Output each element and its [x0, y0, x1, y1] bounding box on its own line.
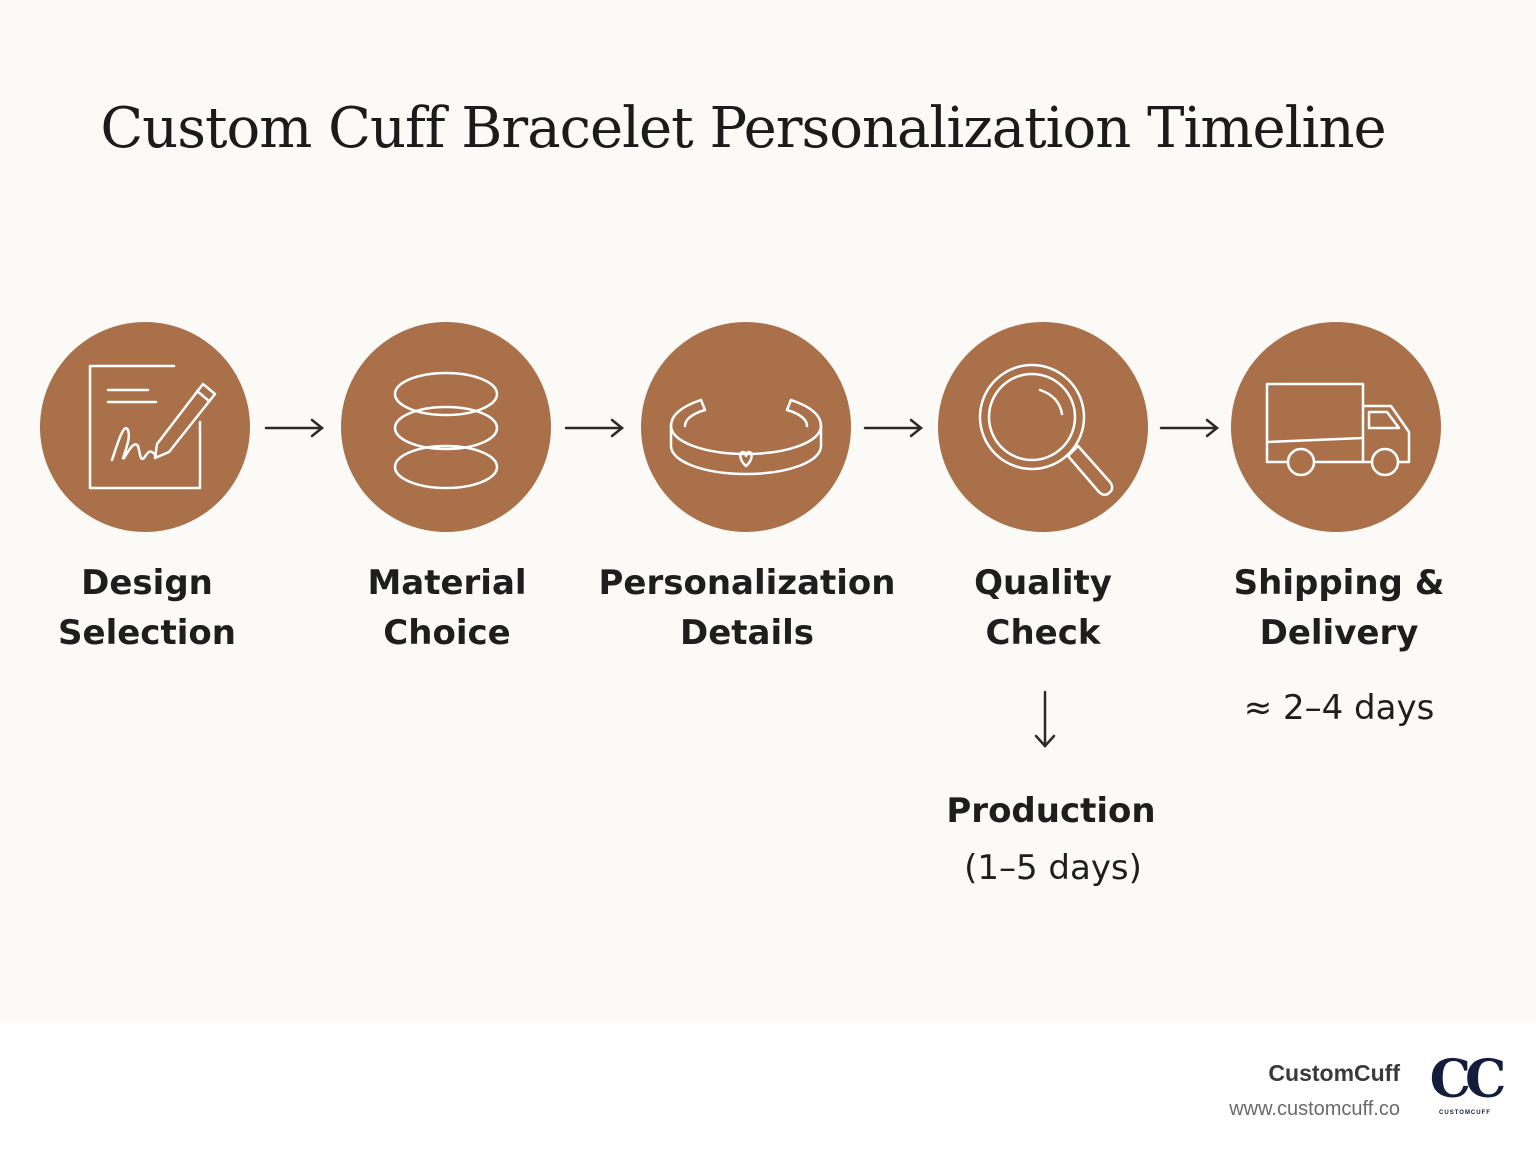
step-label-quality-check: Quality Check	[974, 563, 1112, 653]
arrow-right-2	[564, 418, 625, 438]
footer	[0, 1022, 1536, 1154]
step-material-choice	[341, 322, 551, 532]
stacked-discs-icon	[393, 371, 499, 490]
step-design-selection	[40, 322, 250, 532]
step-shipping-delivery	[1231, 322, 1441, 532]
brand-logo: CC CUSTOMCUFF	[1420, 1052, 1510, 1124]
production-label: Production	[946, 791, 1156, 831]
diagram-canvas: Custom Cuff Bracelet Personalization Tim…	[40, 96, 1445, 888]
delivery-truck-icon	[1265, 382, 1411, 477]
brand-name: CustomCuff	[1268, 1060, 1400, 1086]
signature-document-icon	[88, 364, 217, 490]
logo-mark: CC	[1429, 1049, 1507, 1110]
brand-url: www.customcuff.co	[1229, 1098, 1400, 1120]
step-label-personalization-details: Personalization Details	[598, 563, 896, 653]
production-duration: (1–5 days)	[964, 848, 1142, 888]
logo-text: CUSTOMCUFF	[1439, 1110, 1491, 1116]
step-quality-check	[938, 322, 1148, 532]
magnifying-glass-icon	[978, 363, 1114, 497]
shipping-duration: ≈ 2–4 days	[1243, 688, 1435, 728]
arrow-right-3	[863, 418, 924, 438]
arrow-right-4	[1159, 418, 1220, 438]
arrow-down	[1034, 690, 1056, 748]
page-title: Custom Cuff Bracelet Personalization Tim…	[100, 96, 1386, 161]
cuff-bracelet-heart-icon	[669, 398, 823, 476]
step-label-design-selection: Design Selection	[58, 563, 236, 653]
arrow-right-1	[264, 418, 325, 438]
step-personalization-details	[641, 322, 851, 532]
step-label-material-choice: Material Choice	[367, 563, 527, 653]
step-label-shipping-delivery: Shipping & Delivery	[1233, 563, 1445, 653]
